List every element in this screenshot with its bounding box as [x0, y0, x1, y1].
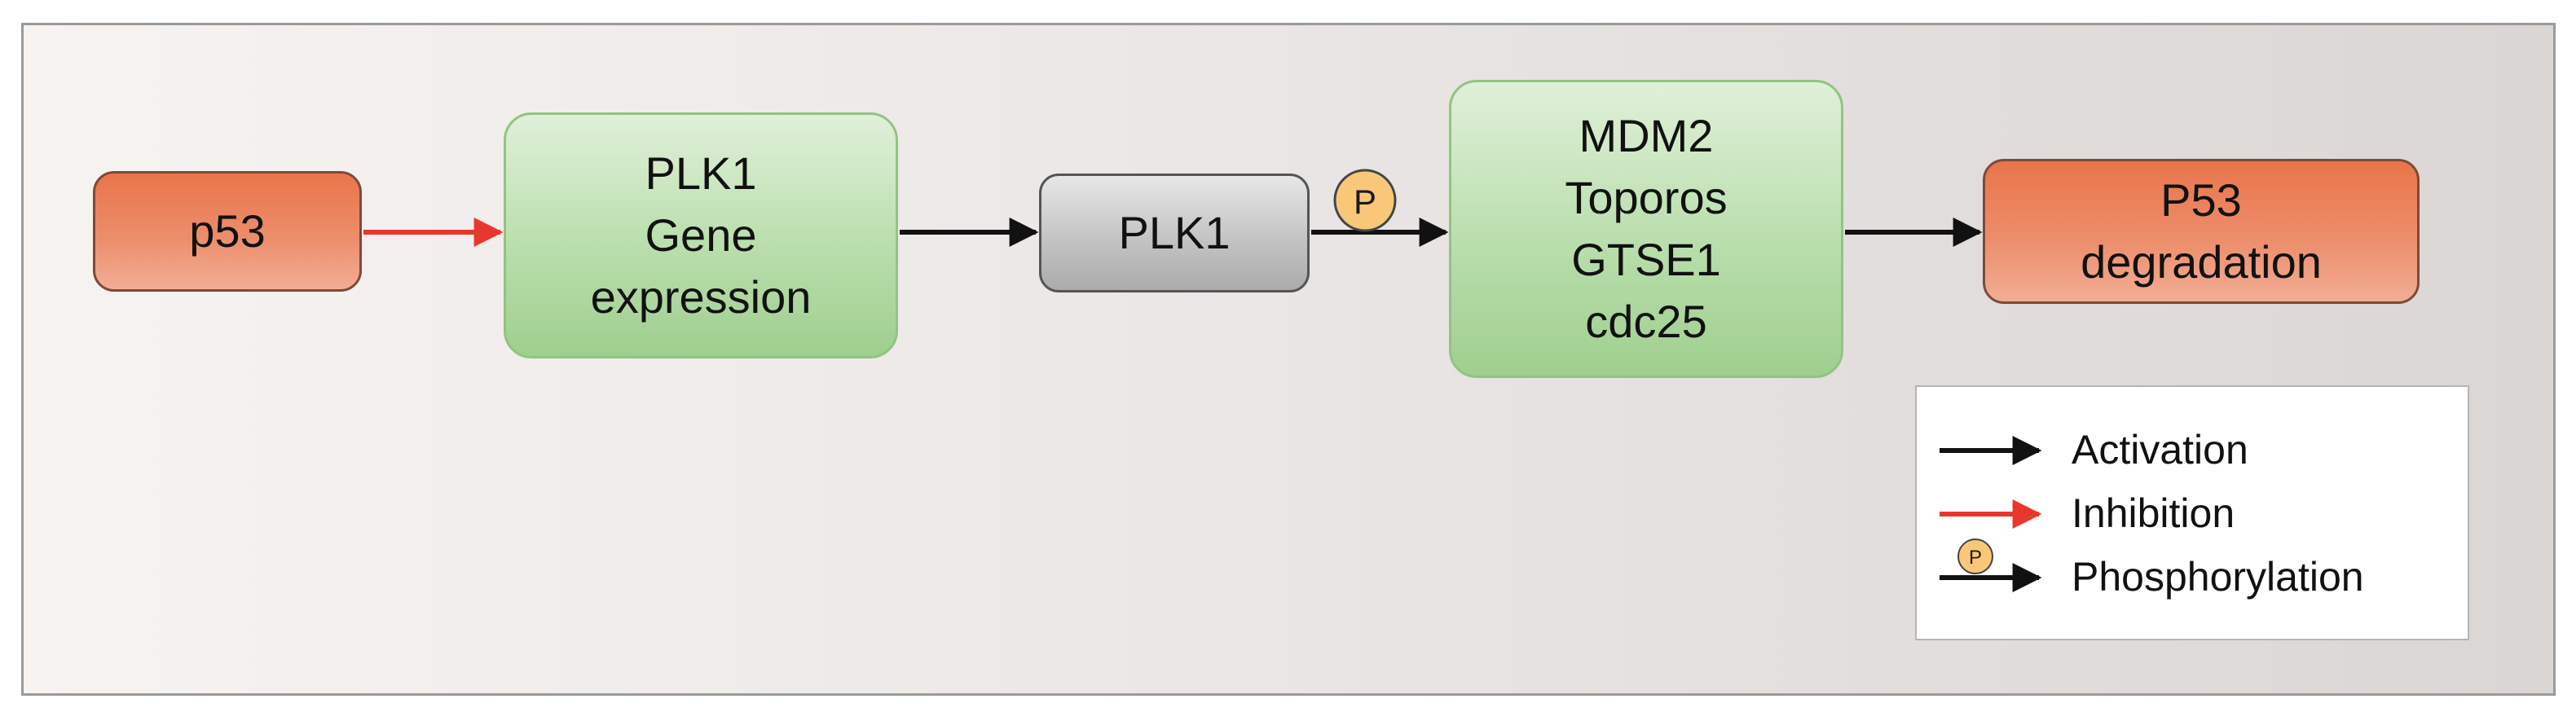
legend-symbols: P — [1940, 436, 2042, 592]
legend-label-inhibition: Inhibition — [2072, 490, 2235, 536]
node-plk1-gene-expression-line-1: PLK1 — [645, 147, 757, 199]
node-plk1-label: PLK1 — [1118, 206, 1231, 258]
legend-phosphorylation-marker: P — [1957, 539, 1993, 574]
legend-label-activation: Activation — [2072, 427, 2248, 473]
node-p53-degradation: P53 degradation — [1983, 159, 2420, 304]
legend-phosphorylation-marker-label: P — [1969, 547, 1982, 569]
node-p53: p53 — [93, 171, 362, 292]
node-targets: MDM2 Toporos GTSE1 cdc25 — [1449, 80, 1843, 378]
phosphorylation-marker-label: P — [1354, 182, 1376, 221]
node-plk1-gene-expression: PLK1 Gene expression — [504, 112, 898, 358]
node-p53-degradation-line-2: degradation — [2081, 236, 2322, 288]
legend: P Activation Inhibition Phosphorylation — [1915, 385, 2469, 640]
node-plk1-gene-expression-line-2: Gene — [645, 209, 757, 261]
node-plk1: PLK1 — [1039, 174, 1310, 292]
node-targets-line-4: cdc25 — [1585, 296, 1707, 348]
node-targets-line-3: GTSE1 — [1571, 234, 1721, 285]
node-p53-label: p53 — [189, 204, 266, 257]
node-targets-line-1: MDM2 — [1579, 109, 1714, 161]
node-plk1-gene-expression-line-3: expression — [590, 271, 812, 323]
node-p53-degradation-line-1: P53 — [2160, 174, 2242, 226]
legend-label-phosphorylation: Phosphorylation — [2072, 554, 2364, 600]
node-targets-line-2: Toporos — [1565, 171, 1728, 223]
phosphorylation-marker: P — [1333, 169, 1397, 232]
